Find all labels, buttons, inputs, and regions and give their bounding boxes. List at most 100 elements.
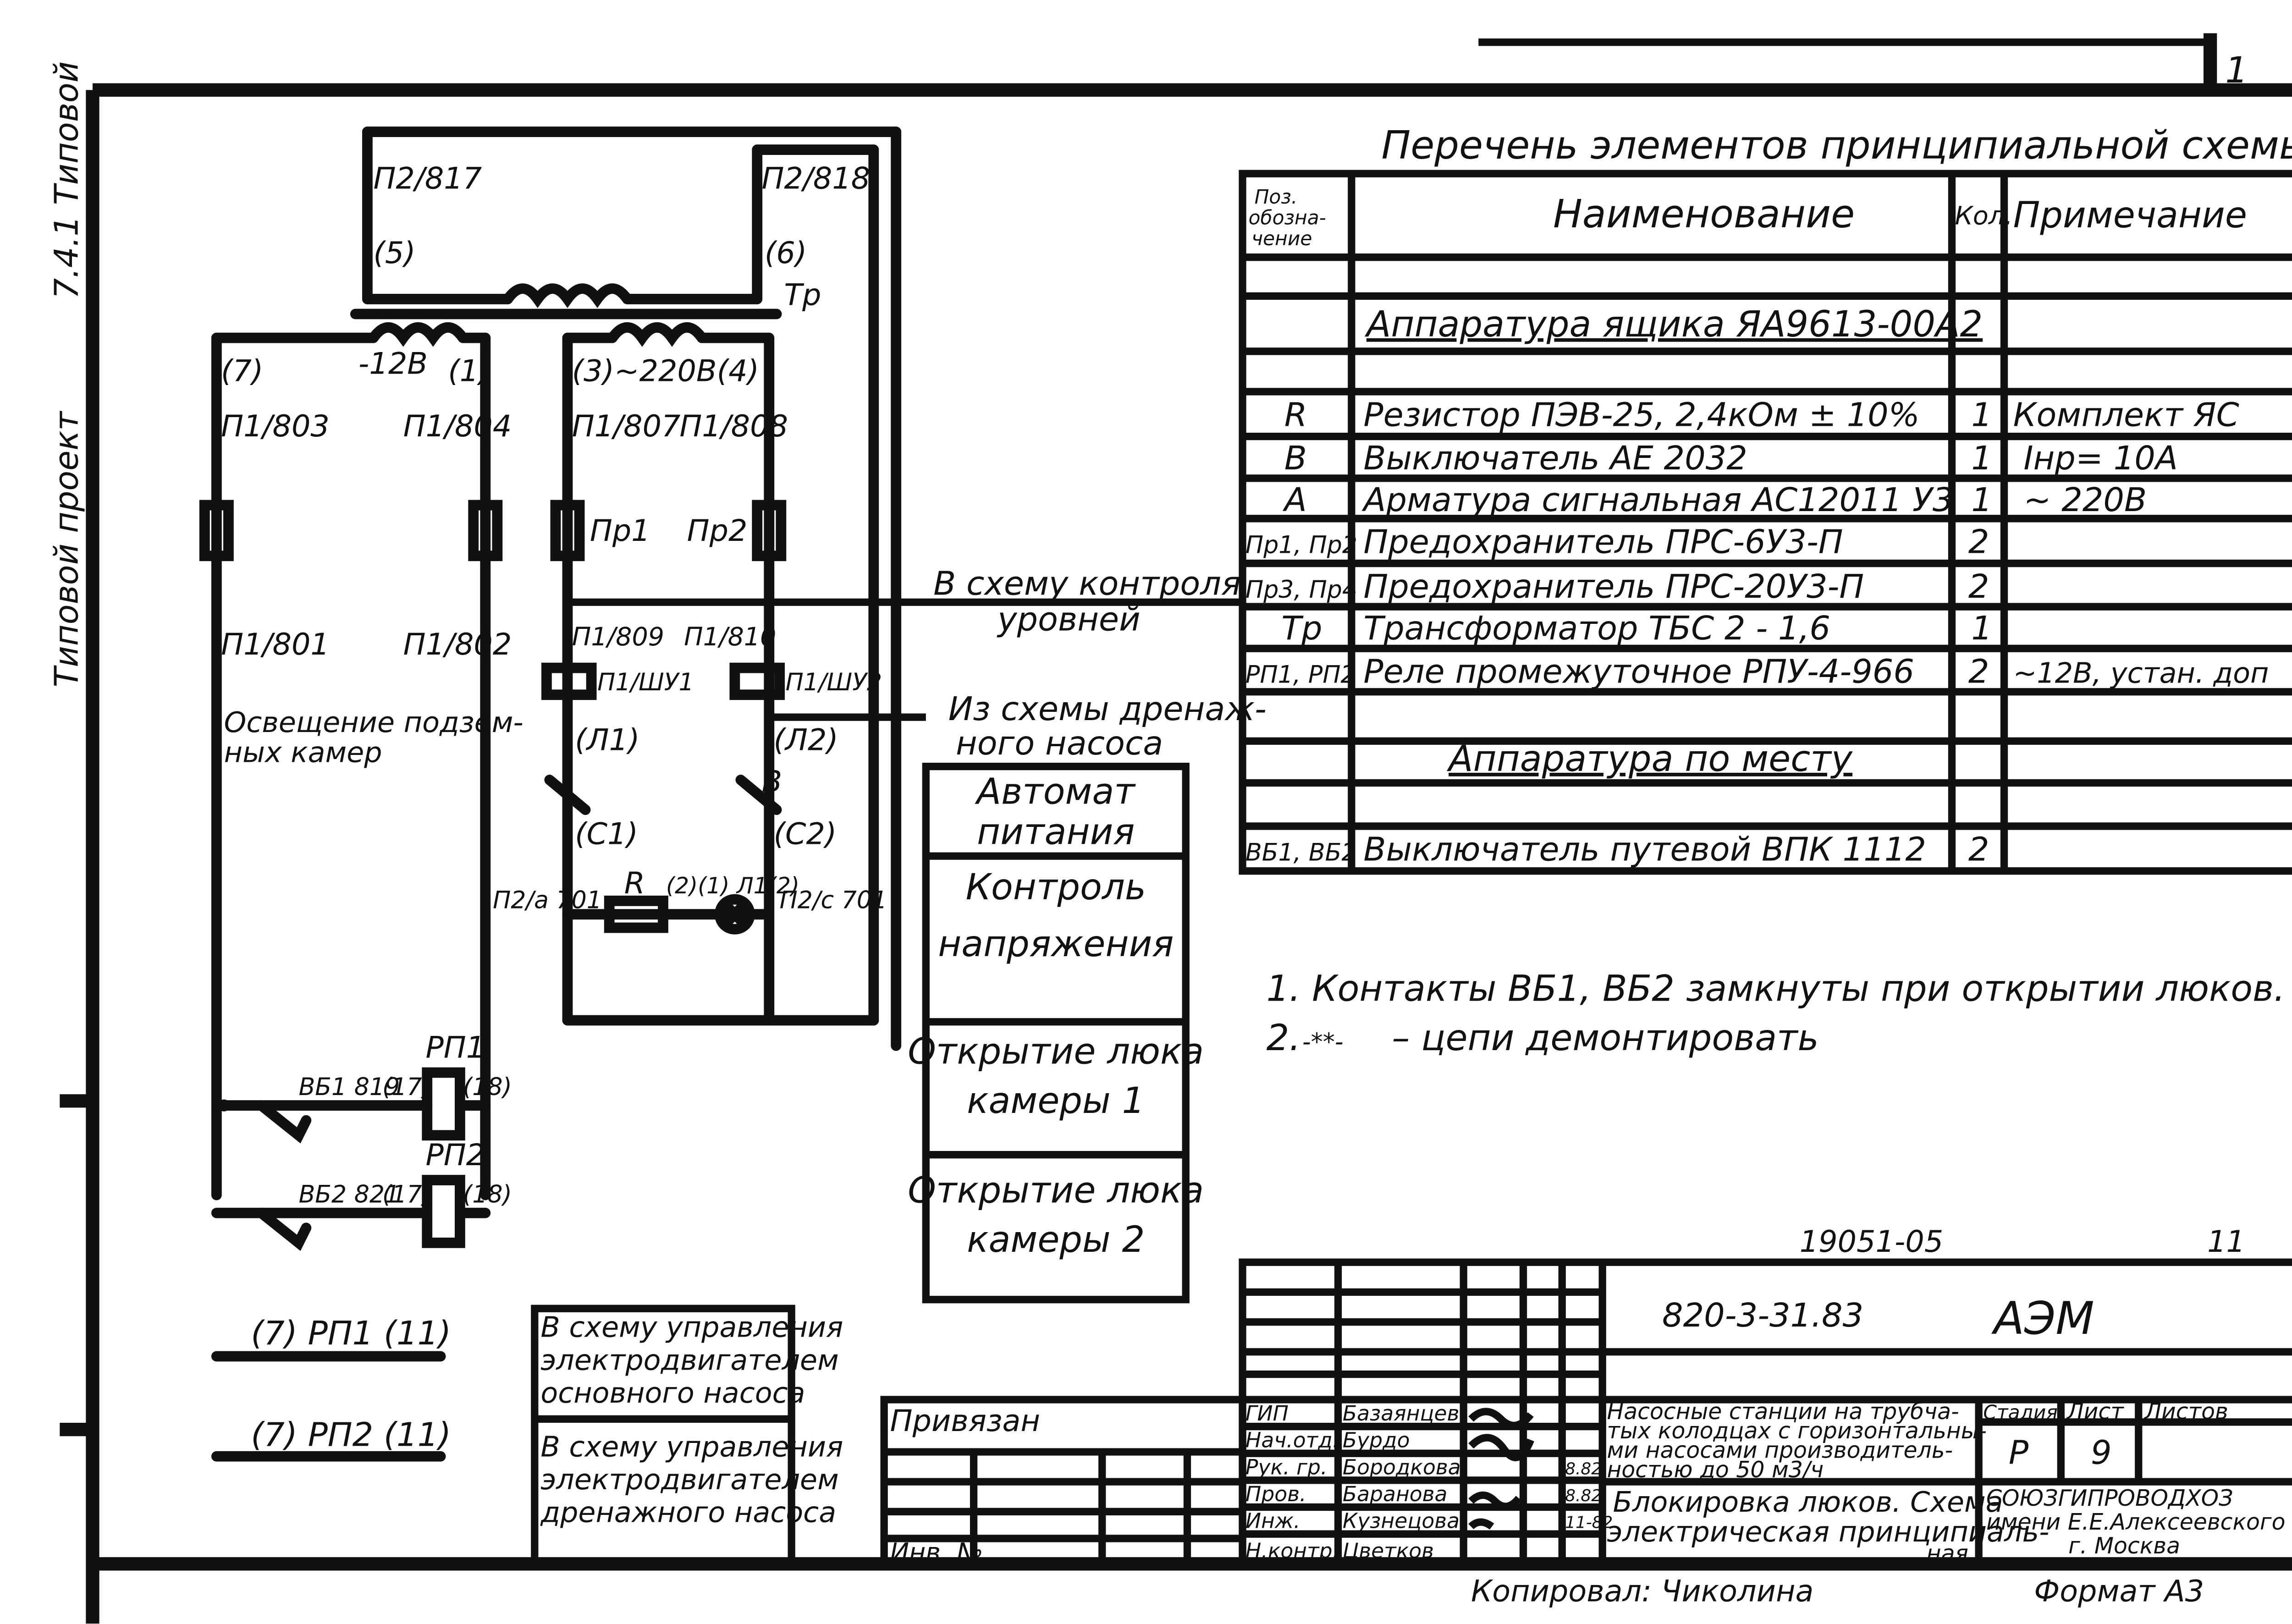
label-p1-808: П1/808 xyxy=(679,409,788,444)
transformer-primary xyxy=(502,283,633,308)
title-line-1: Насосные станции на трубча- xyxy=(1607,1398,1959,1425)
label-to-levels-2: уровней xyxy=(997,600,1140,639)
label-220v: (3)~220В xyxy=(572,354,717,389)
contact-rp1-desc-1: В схему управления xyxy=(540,1311,843,1344)
contact-rp1-desc-2: электродвигателем xyxy=(540,1343,838,1376)
signal-lamp xyxy=(714,894,755,935)
table-row: Тр Трансформатор ТБС 2 - 1,6 1 xyxy=(1281,609,1992,647)
doc-mark: АЭМ xyxy=(1991,1293,2094,1345)
svg-text:2: 2 xyxy=(1968,830,1989,868)
role-head: Нач.отд. xyxy=(1245,1428,1339,1453)
svg-text:Выключатель путевой ВПК 1112: Выключатель путевой ВПК 1112 xyxy=(1363,830,1926,868)
svg-text:Арматура сигнальная АС12011 У3: Арматура сигнальная АС12011 У3 xyxy=(1361,480,1953,519)
side-stamp-top: 7.4.1 Типовой xyxy=(47,61,85,299)
svg-text:2: 2 xyxy=(1968,567,1989,606)
fuse-pr4 xyxy=(468,500,503,562)
name-eng: Кузнецова xyxy=(1343,1509,1460,1533)
svg-text:Тр: Тр xyxy=(1281,609,1322,647)
stage-label: Стадия xyxy=(1983,1401,2057,1424)
svg-text:R: R xyxy=(1284,395,1307,434)
label-t18-b: (18) xyxy=(463,1181,512,1208)
transformer-secondary-220v xyxy=(607,322,707,347)
table-row: R Резистор ПЭВ-25, 2,4кОм ± 10% 1 Компле… xyxy=(1284,395,2239,434)
svg-text:Реле промежуточное РПУ-4-966: Реле промежуточное РПУ-4-966 xyxy=(1363,652,1914,691)
note-2-text: – цепи демонтировать xyxy=(1392,1017,1818,1059)
label-p2-817: П2/817 xyxy=(373,161,482,196)
label-p1-810: П1/810 xyxy=(684,622,776,652)
header-note: Примечание xyxy=(2013,194,2247,236)
svg-text:Выключатель АЕ 2032: Выключатель АЕ 2032 xyxy=(1363,439,1747,477)
label-tr: Тр xyxy=(784,278,821,312)
socket-shu1 xyxy=(541,662,597,700)
table-row: Пр3, Пр4 Предохранитель ПРС-20У3-П 2 xyxy=(1245,567,1989,606)
label-t7: (7) xyxy=(221,354,263,389)
label-p1-801: П1/801 xyxy=(221,628,330,662)
svg-text:А: А xyxy=(1283,480,1307,519)
label-from-drain-1: Из схемы дренаж- xyxy=(948,689,1267,728)
label-t4: (4) xyxy=(717,354,759,389)
org-line-1: СОЮЗГИПРОВОДХОЗ xyxy=(1986,1485,2233,1511)
side-box-4-line2: камеры 2 xyxy=(967,1219,1145,1261)
label-b: В xyxy=(762,765,782,799)
label-p1-809: П1/809 xyxy=(572,622,664,652)
role-ncontr: Н.контр. xyxy=(1245,1539,1339,1563)
sheet-mark: 11 xyxy=(2207,1225,2245,1259)
label-t17-a: (17) xyxy=(382,1073,431,1101)
limit-switch-vb2 xyxy=(256,1207,312,1251)
svg-text:РП1, РП2: РП1, РП2 xyxy=(1245,661,1356,689)
schematic: П2/817 П2/818 (5) (6) Тр -12В (3)~220В (… xyxy=(199,127,1267,1566)
label-lighting-1: Освещение подзем- xyxy=(224,706,523,739)
role-check: Пров. xyxy=(1245,1482,1306,1506)
svg-text:1: 1 xyxy=(1971,480,1992,519)
label-l2: (Л2) xyxy=(774,723,838,757)
notes: 1. Контакты ВБ1, ВБ2 замкнуты при открыт… xyxy=(1267,968,2285,1059)
svg-text:~12В, устан. доп: ~12В, устан. доп xyxy=(2013,657,2269,690)
label-t6: (6) xyxy=(765,236,807,270)
date-eng: 11-82 xyxy=(1565,1514,1613,1532)
label-c2: (С2) xyxy=(774,817,837,852)
label-c1: (С1) xyxy=(575,817,638,852)
title-line-2: тых колодцах с горизонтальны- xyxy=(1607,1418,1987,1444)
label-rp2: РП2 xyxy=(425,1138,485,1173)
svg-text:Предохранитель ПРС-20У3-П: Предохранитель ПРС-20У3-П xyxy=(1363,567,1864,606)
svg-text:Трансформатор ТБС 2 - 1,6: Трансформатор ТБС 2 - 1,6 xyxy=(1363,609,1830,647)
side-box-4-line1: Открытие люка xyxy=(908,1169,1204,1211)
section-box-equipment: Аппаратура ящика ЯА9613-00А2 xyxy=(1364,303,1983,345)
note-2-symbol: -**- xyxy=(1302,1029,1344,1056)
label-p2a701: П2/а 701 xyxy=(493,887,602,914)
copy-line: Копировал: Чиколина xyxy=(1471,1574,1814,1608)
label-shu1: П1/ШУ1 xyxy=(597,669,694,696)
label-12v: -12В xyxy=(358,347,428,381)
side-box-2-line2: напряжения xyxy=(938,923,1174,965)
signature-marks xyxy=(1468,1408,1534,1530)
table-row: ВБ1, ВБ2 Выключатель путевой ВПК 1112 2 xyxy=(1245,830,1989,868)
section-local-equipment: Аппаратура по месту xyxy=(1446,738,1853,780)
date-check: 8.82 xyxy=(1565,1486,1602,1505)
contact-rp1-desc-3: основного насоса xyxy=(540,1376,805,1409)
bound-label: Привязан xyxy=(890,1404,1040,1438)
role-group: Рук. гр. xyxy=(1245,1455,1327,1479)
socket-shu2 xyxy=(729,662,785,700)
role-eng: Инж. xyxy=(1245,1509,1300,1533)
note-2-prefix: 2. xyxy=(1267,1017,1301,1059)
contact-rp2-desc-1: В схему управления xyxy=(540,1430,843,1463)
side-box-3-line1: Открытие люка xyxy=(908,1030,1204,1072)
side-box-2-line1: Контроль xyxy=(966,866,1146,908)
label-lamp-terms: (2)(1) Л1(2) xyxy=(666,873,799,899)
sheet-label: Лист xyxy=(2066,1398,2124,1425)
title-line-4: ностью до 50 м3/ч xyxy=(1607,1457,1824,1483)
name-ncontr: Цветков xyxy=(1343,1539,1434,1563)
label-t17-b: (17) xyxy=(382,1181,431,1208)
header-name: Наименование xyxy=(1553,191,1855,237)
name-group: Бородкова xyxy=(1343,1455,1461,1479)
stage-value: Р xyxy=(2009,1433,2029,1472)
sheet-title-line-2: электрическая принципиаль- xyxy=(1607,1515,2049,1548)
label-p1-802: П1/802 xyxy=(403,628,512,662)
label-t5: (5) xyxy=(373,236,415,270)
sheet-title-line-3: ная xyxy=(1927,1540,1968,1566)
sheet-value: 9 xyxy=(2091,1433,2112,1472)
label-to-levels-1: В схему контроля xyxy=(933,564,1241,602)
label-rp1: РП1 xyxy=(425,1030,485,1065)
inv-label: Инв. № xyxy=(890,1538,983,1567)
label-p1-803: П1/803 xyxy=(221,409,330,444)
